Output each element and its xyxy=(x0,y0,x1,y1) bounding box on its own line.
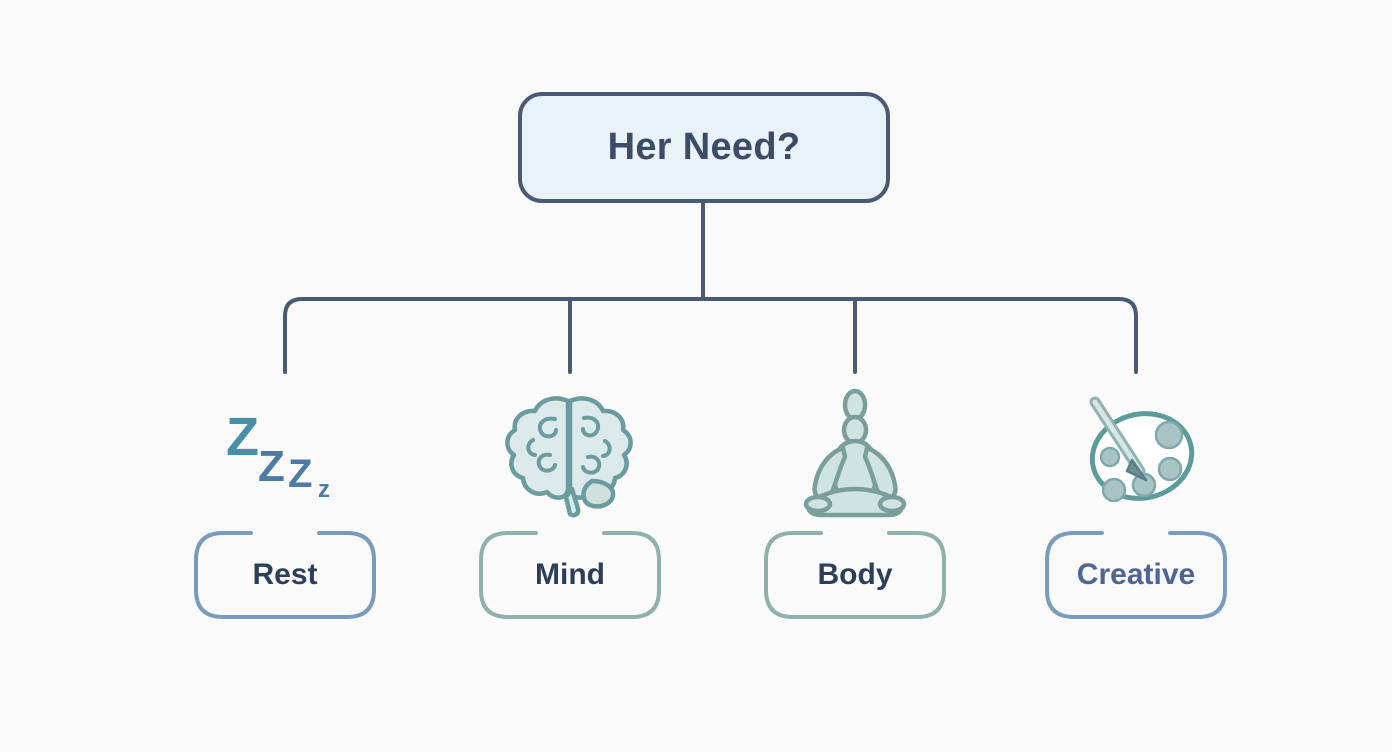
leaf-label-body: Body xyxy=(817,558,893,591)
sleep-zzz-icon: Z Z Z z xyxy=(170,380,400,530)
leaf-frame-creative xyxy=(1045,531,1227,619)
svg-text:Z: Z xyxy=(226,407,259,467)
svg-text:z: z xyxy=(318,476,330,503)
leaf-label-creative: Creative xyxy=(1076,558,1196,591)
leaf-box-creative[interactable]: Creative xyxy=(1044,530,1228,620)
horizontal-distribution-bar xyxy=(283,297,1138,374)
leaf-label-rest: Rest xyxy=(252,558,318,591)
root-node-label: Her Need? xyxy=(607,126,801,168)
branch-creative[interactable]: Creative xyxy=(1021,380,1251,620)
svg-text:Z: Z xyxy=(258,442,285,491)
leaf-frame-body xyxy=(764,531,946,619)
root-node-her-need[interactable]: Her Need? xyxy=(518,92,890,203)
leaf-box-mind[interactable]: Mind xyxy=(478,530,662,620)
leaf-frame-mind xyxy=(479,531,661,619)
leaf-box-body[interactable]: Body xyxy=(763,530,947,620)
svg-text:Z: Z xyxy=(288,452,312,496)
leaf-box-rest[interactable]: Rest xyxy=(193,530,377,620)
paint-palette-icon xyxy=(1021,380,1251,530)
brain-icon xyxy=(455,380,685,530)
meditation-lotus-pose-icon xyxy=(740,380,970,530)
leaf-frame-rest xyxy=(194,531,376,619)
branch-mind[interactable]: Mind xyxy=(455,380,685,620)
branch-body[interactable]: Body xyxy=(740,380,970,620)
branch-rest[interactable]: Z Z Z z Rest xyxy=(170,380,400,620)
leaf-label-mind: Mind xyxy=(535,558,605,591)
